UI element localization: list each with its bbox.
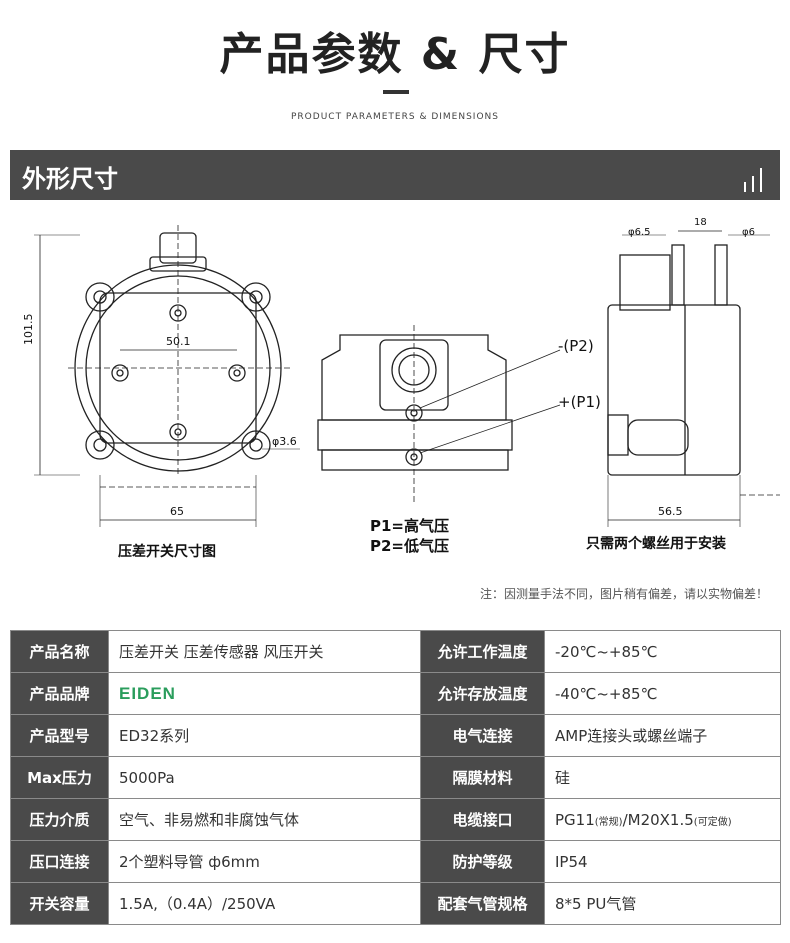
page-title: 产品参数 & 尺寸 xyxy=(219,29,571,80)
spec-key: 压力介质 xyxy=(10,798,109,841)
cable-custom-note: (可定做) xyxy=(693,816,732,828)
table-row: 产品名称 压差开关 压差传感器 风压开关 允许工作温度 -20℃~+85℃ xyxy=(10,630,781,673)
section-title: 外形尺寸 xyxy=(22,165,118,193)
p2-description: P2=低气压 xyxy=(370,537,449,555)
table-row: 压力介质 空气、非易燃和非腐蚀气体 电缆接口 PG11(常规)/M20X1.5(… xyxy=(10,798,781,841)
spec-table: 产品名称 压差开关 压差传感器 风压开关 允许工作温度 -20℃~+85℃ 产品… xyxy=(10,630,781,925)
front-caption: 压差开关尺寸图 xyxy=(118,544,216,560)
spec-value: AMP连接头或螺丝端子 xyxy=(544,714,781,757)
front-view xyxy=(34,225,300,527)
side-view xyxy=(607,230,780,527)
spec-value: PG11(常规)/M20X1.5(可定做) xyxy=(544,798,781,841)
spec-key: 产品名称 xyxy=(10,630,109,673)
side-dim-top-left: φ6.5 xyxy=(628,227,651,238)
side-dim-top-right: φ6 xyxy=(742,227,755,238)
cable-std: PG11 xyxy=(555,810,595,829)
side-caption: 只需两个螺丝用于安装 xyxy=(586,536,726,552)
spec-value: IP54 xyxy=(544,840,781,883)
spec-key: 允许存放温度 xyxy=(420,672,545,715)
dimension-drawings: 101.5 50.1 φ3.6 65 压差开关尺寸图 -(P2) +(P1) P… xyxy=(0,205,790,585)
spec-value: 空气、非易燃和非腐蚀气体 xyxy=(108,798,421,841)
spec-key: 开关容量 xyxy=(10,882,109,925)
spec-value: 1.5A,（0.4A）/250VA xyxy=(108,882,421,925)
spec-key: 隔膜材料 xyxy=(420,756,545,799)
spec-key: 电气连接 xyxy=(420,714,545,757)
table-row: 开关容量 1.5A,（0.4A）/250VA 配套气管规格 8*5 PU气管 xyxy=(10,882,781,925)
front-hole-dia-dim: φ3.6 xyxy=(272,435,297,448)
spec-value: 5000Pa xyxy=(108,756,421,799)
title-underline xyxy=(383,90,409,94)
front-holes-dim: 50.1 xyxy=(166,335,191,348)
spec-key: 产品品牌 xyxy=(10,672,109,715)
cable-custom: /M20X1.5 xyxy=(622,810,694,829)
front-height-dim: 101.5 xyxy=(22,313,35,346)
table-row: 压口连接 2个塑料导管 ф6mm 防护等级 IP54 xyxy=(10,840,781,883)
measurement-note: 注：因测量手法不同，图片稍有偏差，请以实物偏差！ xyxy=(479,587,768,601)
brand-cell: EIDEN xyxy=(108,672,421,715)
spec-value: 8*5 PU气管 xyxy=(544,882,781,925)
p2-marker: -(P2) xyxy=(558,337,594,355)
spec-value: 压差开关 压差传感器 风压开关 xyxy=(108,630,421,673)
cable-std-note: (常规) xyxy=(594,816,623,828)
section-header: 外形尺寸 xyxy=(10,150,780,200)
spec-key: 电缆接口 xyxy=(420,798,545,841)
spec-value: ED32系列 xyxy=(108,714,421,757)
drawing-svg xyxy=(34,225,780,527)
side-dim-top-mid: 18 xyxy=(694,217,707,228)
port-view xyxy=(317,325,561,505)
table-row: Max压力 5000Pa 隔膜材料 硅 xyxy=(10,756,781,799)
spec-key: 配套气管规格 xyxy=(420,882,545,925)
page-subtitle: PRODUCT PARAMETERS & DIMENSIONS xyxy=(291,112,499,122)
side-width-dim: 56.5 xyxy=(658,505,683,518)
p1-description: P1=高气压 xyxy=(370,517,449,535)
spec-key: 防护等级 xyxy=(420,840,545,883)
brand-logo: EIDEN xyxy=(119,683,176,703)
table-row: 产品品牌 EIDEN 允许存放温度 -40℃~+85℃ xyxy=(10,672,781,715)
spec-value: -20℃~+85℃ xyxy=(544,630,781,673)
front-width-dim: 65 xyxy=(170,505,184,518)
spec-key: 允许工作温度 xyxy=(420,630,545,673)
p1-marker: +(P1) xyxy=(558,393,601,411)
spec-key: Max压力 xyxy=(10,756,109,799)
table-row: 产品型号 ED32系列 电气连接 AMP连接头或螺丝端子 xyxy=(10,714,781,757)
spec-value: -40℃~+85℃ xyxy=(544,672,781,715)
spec-value: 硅 xyxy=(544,756,781,799)
bars-icon xyxy=(744,166,766,192)
spec-value: 2个塑料导管 ф6mm xyxy=(108,840,421,883)
spec-key: 压口连接 xyxy=(10,840,109,883)
spec-key: 产品型号 xyxy=(10,714,109,757)
